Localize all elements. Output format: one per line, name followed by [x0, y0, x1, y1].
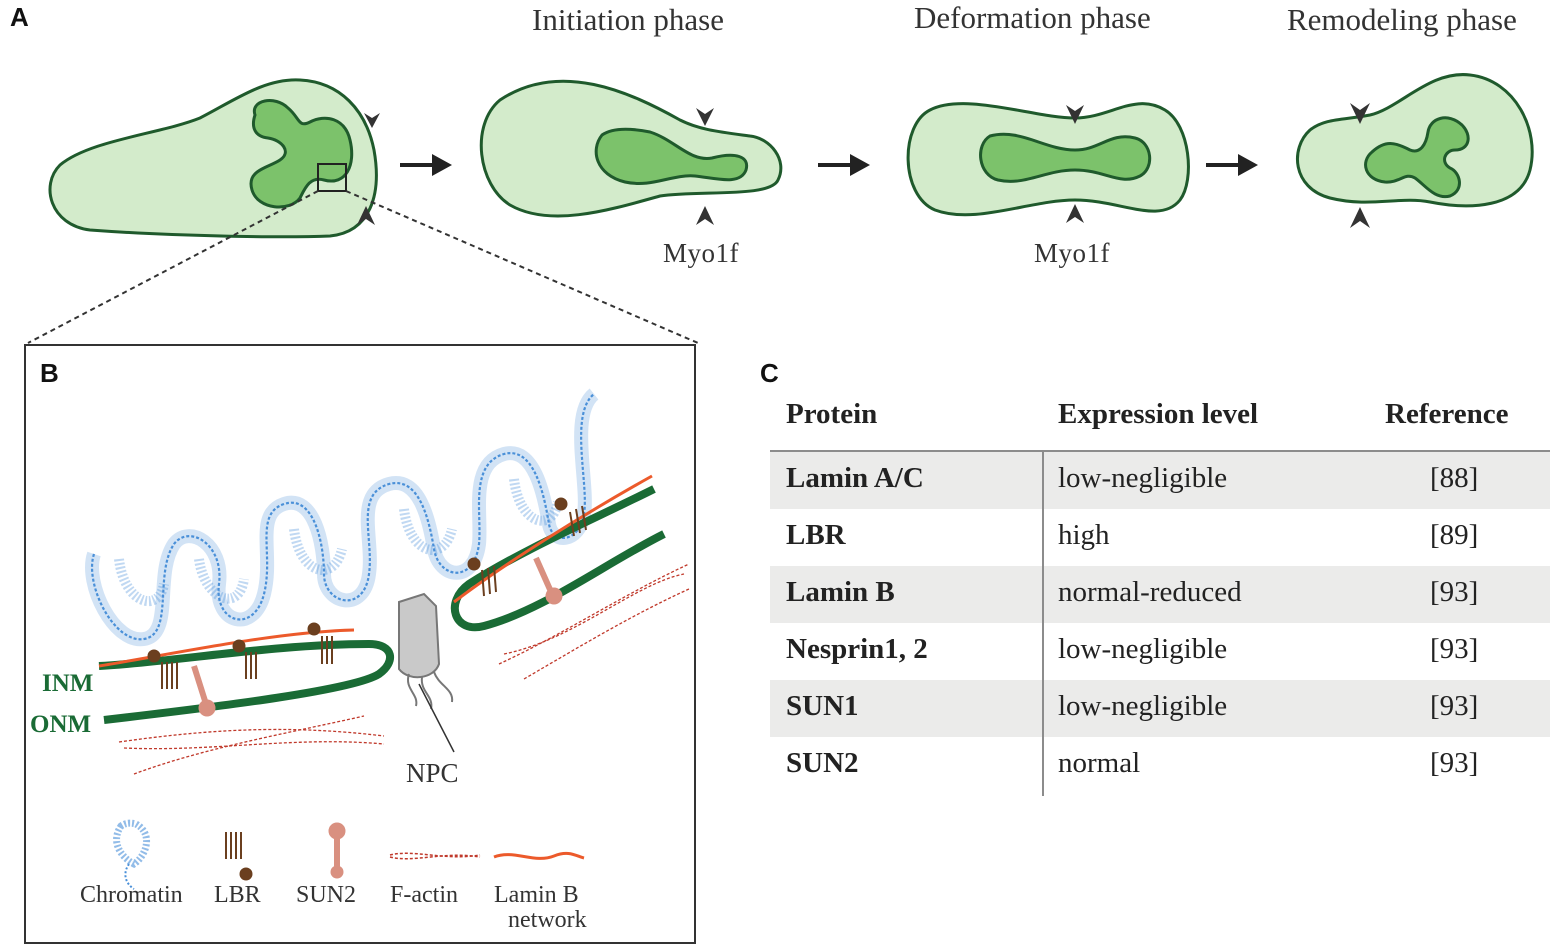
panel-b-diagram: INM ONM NPC Chromatin LBR SUN2 F-actin L… — [30, 388, 690, 933]
row-protein: LBR — [786, 519, 846, 551]
legend-f-actin-label: F-actin — [390, 882, 458, 908]
row-reference: [88] — [1430, 462, 1479, 494]
legend-lamin-b-label-2: network — [508, 907, 587, 933]
row-expression: normal — [1058, 747, 1141, 779]
lamin-b-icon — [493, 851, 585, 860]
row-protein: SUN1 — [786, 690, 859, 722]
nuclear-envelope-left — [98, 628, 394, 724]
arrowhead-bottom-4 — [1350, 207, 1370, 228]
transition-arrow-2 — [818, 154, 870, 176]
lbr-proteins — [147, 497, 587, 689]
row-expression: high — [1058, 519, 1110, 551]
zoom-line-right — [345, 190, 699, 344]
lbr-icon — [225, 832, 253, 881]
row-expression: normal-reduced — [1058, 576, 1242, 608]
transition-arrow-1 — [400, 154, 452, 176]
cell-stage-2 — [479, 79, 783, 225]
chromatin-fibers — [85, 388, 600, 647]
row-reference: [93] — [1430, 747, 1479, 779]
row-reference: [93] — [1430, 633, 1479, 665]
row-protein: Nesprin1, 2 — [786, 633, 928, 665]
table-row: Nesprin1, 2 low-negligible [93] — [770, 623, 1550, 680]
transition-arrow-3 — [1206, 154, 1258, 176]
arrowhead-top-4 — [1350, 103, 1370, 124]
inm-label: INM — [42, 670, 93, 697]
f-actin-icon — [389, 852, 481, 860]
table-row: Lamin B normal-reduced [93] — [770, 566, 1550, 623]
row-expression: low-negligible — [1058, 690, 1228, 722]
deformation-phase-title: Deformation phase — [914, 0, 1151, 35]
arrowhead-top-3 — [1066, 105, 1084, 124]
zoom-box — [317, 163, 347, 192]
npc-complex — [398, 592, 455, 753]
row-protein: SUN2 — [786, 747, 859, 779]
header-protein: Protein — [786, 398, 878, 430]
table-row: LBR high [89] — [770, 509, 1550, 566]
table-row: SUN2 normal [93] — [770, 737, 1550, 794]
arrowhead-bottom-3 — [1066, 204, 1084, 223]
cell-stage-4 — [1296, 73, 1534, 228]
row-reference: [89] — [1430, 519, 1479, 551]
arrowhead-bottom-1 — [357, 206, 375, 225]
panel-a-diagram — [27, 73, 1534, 344]
row-protein: Lamin A/C — [786, 462, 924, 494]
remodeling-phase-title: Remodeling phase — [1287, 2, 1517, 37]
npc-label: NPC — [406, 758, 459, 788]
panel-a-label: A — [10, 2, 29, 32]
row-reference: [93] — [1430, 576, 1479, 608]
arrowhead-top-1 — [364, 113, 380, 128]
arrowhead-top-2 — [696, 108, 714, 126]
table-row: SUN1 low-negligible [93] — [770, 680, 1550, 737]
table-row: Lamin A/C low-negligible [88] — [770, 452, 1550, 509]
expression-table: Protein Expression level Reference Lamin… — [770, 380, 1550, 794]
f-actin-filaments — [118, 563, 690, 775]
onm-label: ONM — [30, 711, 91, 738]
chromatin-icon — [113, 819, 150, 890]
table-column-divider — [1042, 452, 1044, 796]
legend-chromatin-label: Chromatin — [80, 882, 183, 908]
panel-c-label: C — [760, 358, 779, 388]
legend-sun2-label: SUN2 — [296, 882, 356, 908]
table-header: Protein Expression level Reference — [770, 380, 1550, 452]
panel-b-frame — [24, 344, 696, 944]
myo1f-label-deformation: Myo1f — [1034, 238, 1110, 268]
cell-stage-3 — [906, 102, 1190, 223]
header-expression: Expression level — [1058, 398, 1259, 430]
legend-lamin-b-label-1: Lamin B — [494, 882, 579, 908]
panel-b-label: B — [40, 358, 59, 388]
sun2-proteins — [191, 556, 563, 717]
row-expression: low-negligible — [1058, 462, 1228, 494]
initiation-phase-title: Initiation phase — [532, 2, 724, 37]
row-reference: [93] — [1430, 690, 1479, 722]
cell-stage-1 — [48, 78, 380, 239]
myo1f-label-initiation: Myo1f — [663, 238, 739, 268]
legend-lbr-label: LBR — [214, 882, 261, 908]
row-protein: Lamin B — [786, 576, 895, 608]
sun2-icon — [328, 822, 346, 879]
nuclear-envelope-right — [450, 474, 666, 632]
zoom-line-left — [27, 190, 319, 344]
row-expression: low-negligible — [1058, 633, 1228, 665]
arrowhead-bottom-2 — [696, 206, 714, 225]
header-reference: Reference — [1385, 398, 1509, 430]
